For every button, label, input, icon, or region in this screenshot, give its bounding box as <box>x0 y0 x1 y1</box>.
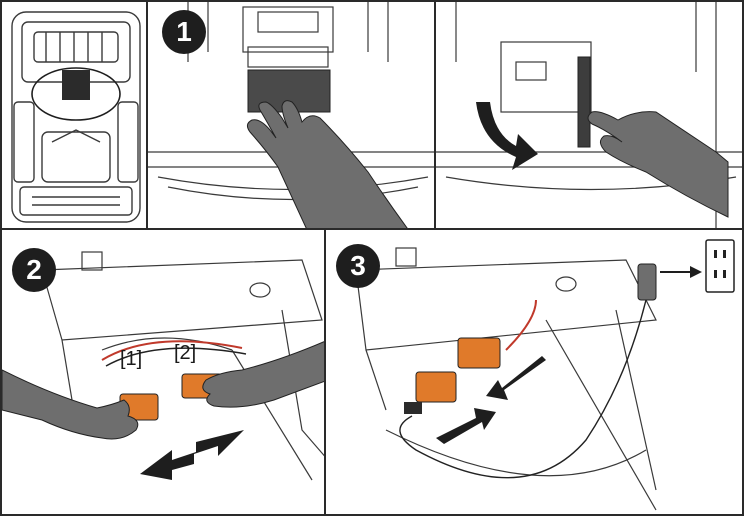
vehicle-top-view-icon <box>11 11 141 223</box>
double-arrow-icon <box>140 430 244 480</box>
rotate-arrow-icon <box>476 102 538 170</box>
charger-plug-icon <box>637 263 657 301</box>
double-arrow-icon <box>436 408 496 444</box>
hand-icon <box>246 100 408 228</box>
step-2-badge: 2 <box>12 248 56 292</box>
panel-step-3-charge: 3 <box>324 228 744 516</box>
connector-1-label: [1] <box>120 348 143 370</box>
panel-step-1-rotate <box>434 0 744 230</box>
connector-1-icon <box>415 371 457 403</box>
battery-pack-icon <box>62 70 90 100</box>
hand-icon <box>202 341 324 408</box>
hand-icon <box>587 111 729 218</box>
connector-2-icon <box>457 337 501 369</box>
step-3-badge: 3 <box>336 244 380 288</box>
panel-step-2-disconnect: 2 [1] [2] <box>0 228 326 516</box>
battery-cover-icon <box>577 56 591 148</box>
hand-icon <box>2 369 139 440</box>
step-1-badge: 1 <box>162 10 206 54</box>
panel-step-1-lift: 1 <box>146 0 436 230</box>
connector-2-label: [2] <box>174 342 197 364</box>
wall-outlet-icon <box>705 239 735 293</box>
panel-overview <box>0 0 148 230</box>
